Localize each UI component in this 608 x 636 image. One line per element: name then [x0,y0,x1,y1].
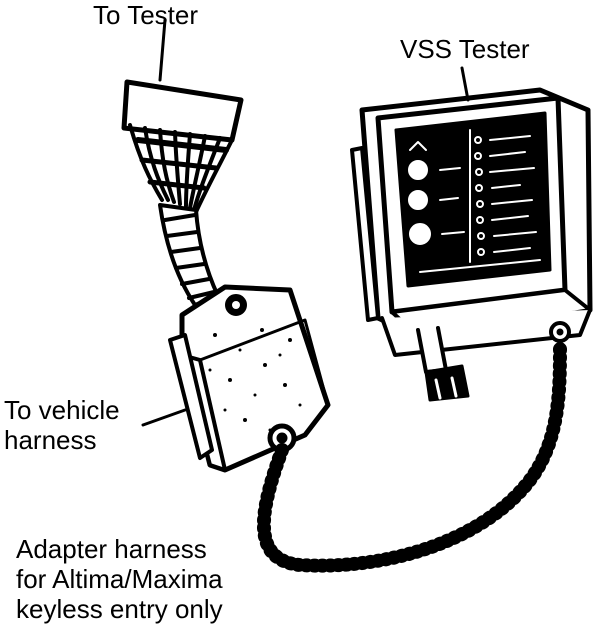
adapter-box [168,284,331,473]
label-line: harness [4,425,97,455]
label-to-vehicle-harness: To vehicle harness [4,395,120,455]
label-adapter-harness: Adapter harness for Altima/Maxima keyles… [16,534,223,624]
label-line: Adapter harness [16,534,207,564]
label-to-tester: To Tester [93,0,199,30]
tester-connector-plug [121,18,244,143]
wire-bundle [128,123,234,214]
label-line: for Altima/Maxima [16,564,223,594]
braided-sheath [158,203,220,307]
vss-tester-leader [460,66,470,102]
label-line: keyless entry only [16,594,223,624]
vehicle-harness-leader [141,408,187,427]
vss-tester-unit [350,87,593,402]
label-line: To vehicle [4,395,120,425]
beaded-cable [256,338,567,573]
label-vss-tester: VSS Tester [400,34,530,64]
